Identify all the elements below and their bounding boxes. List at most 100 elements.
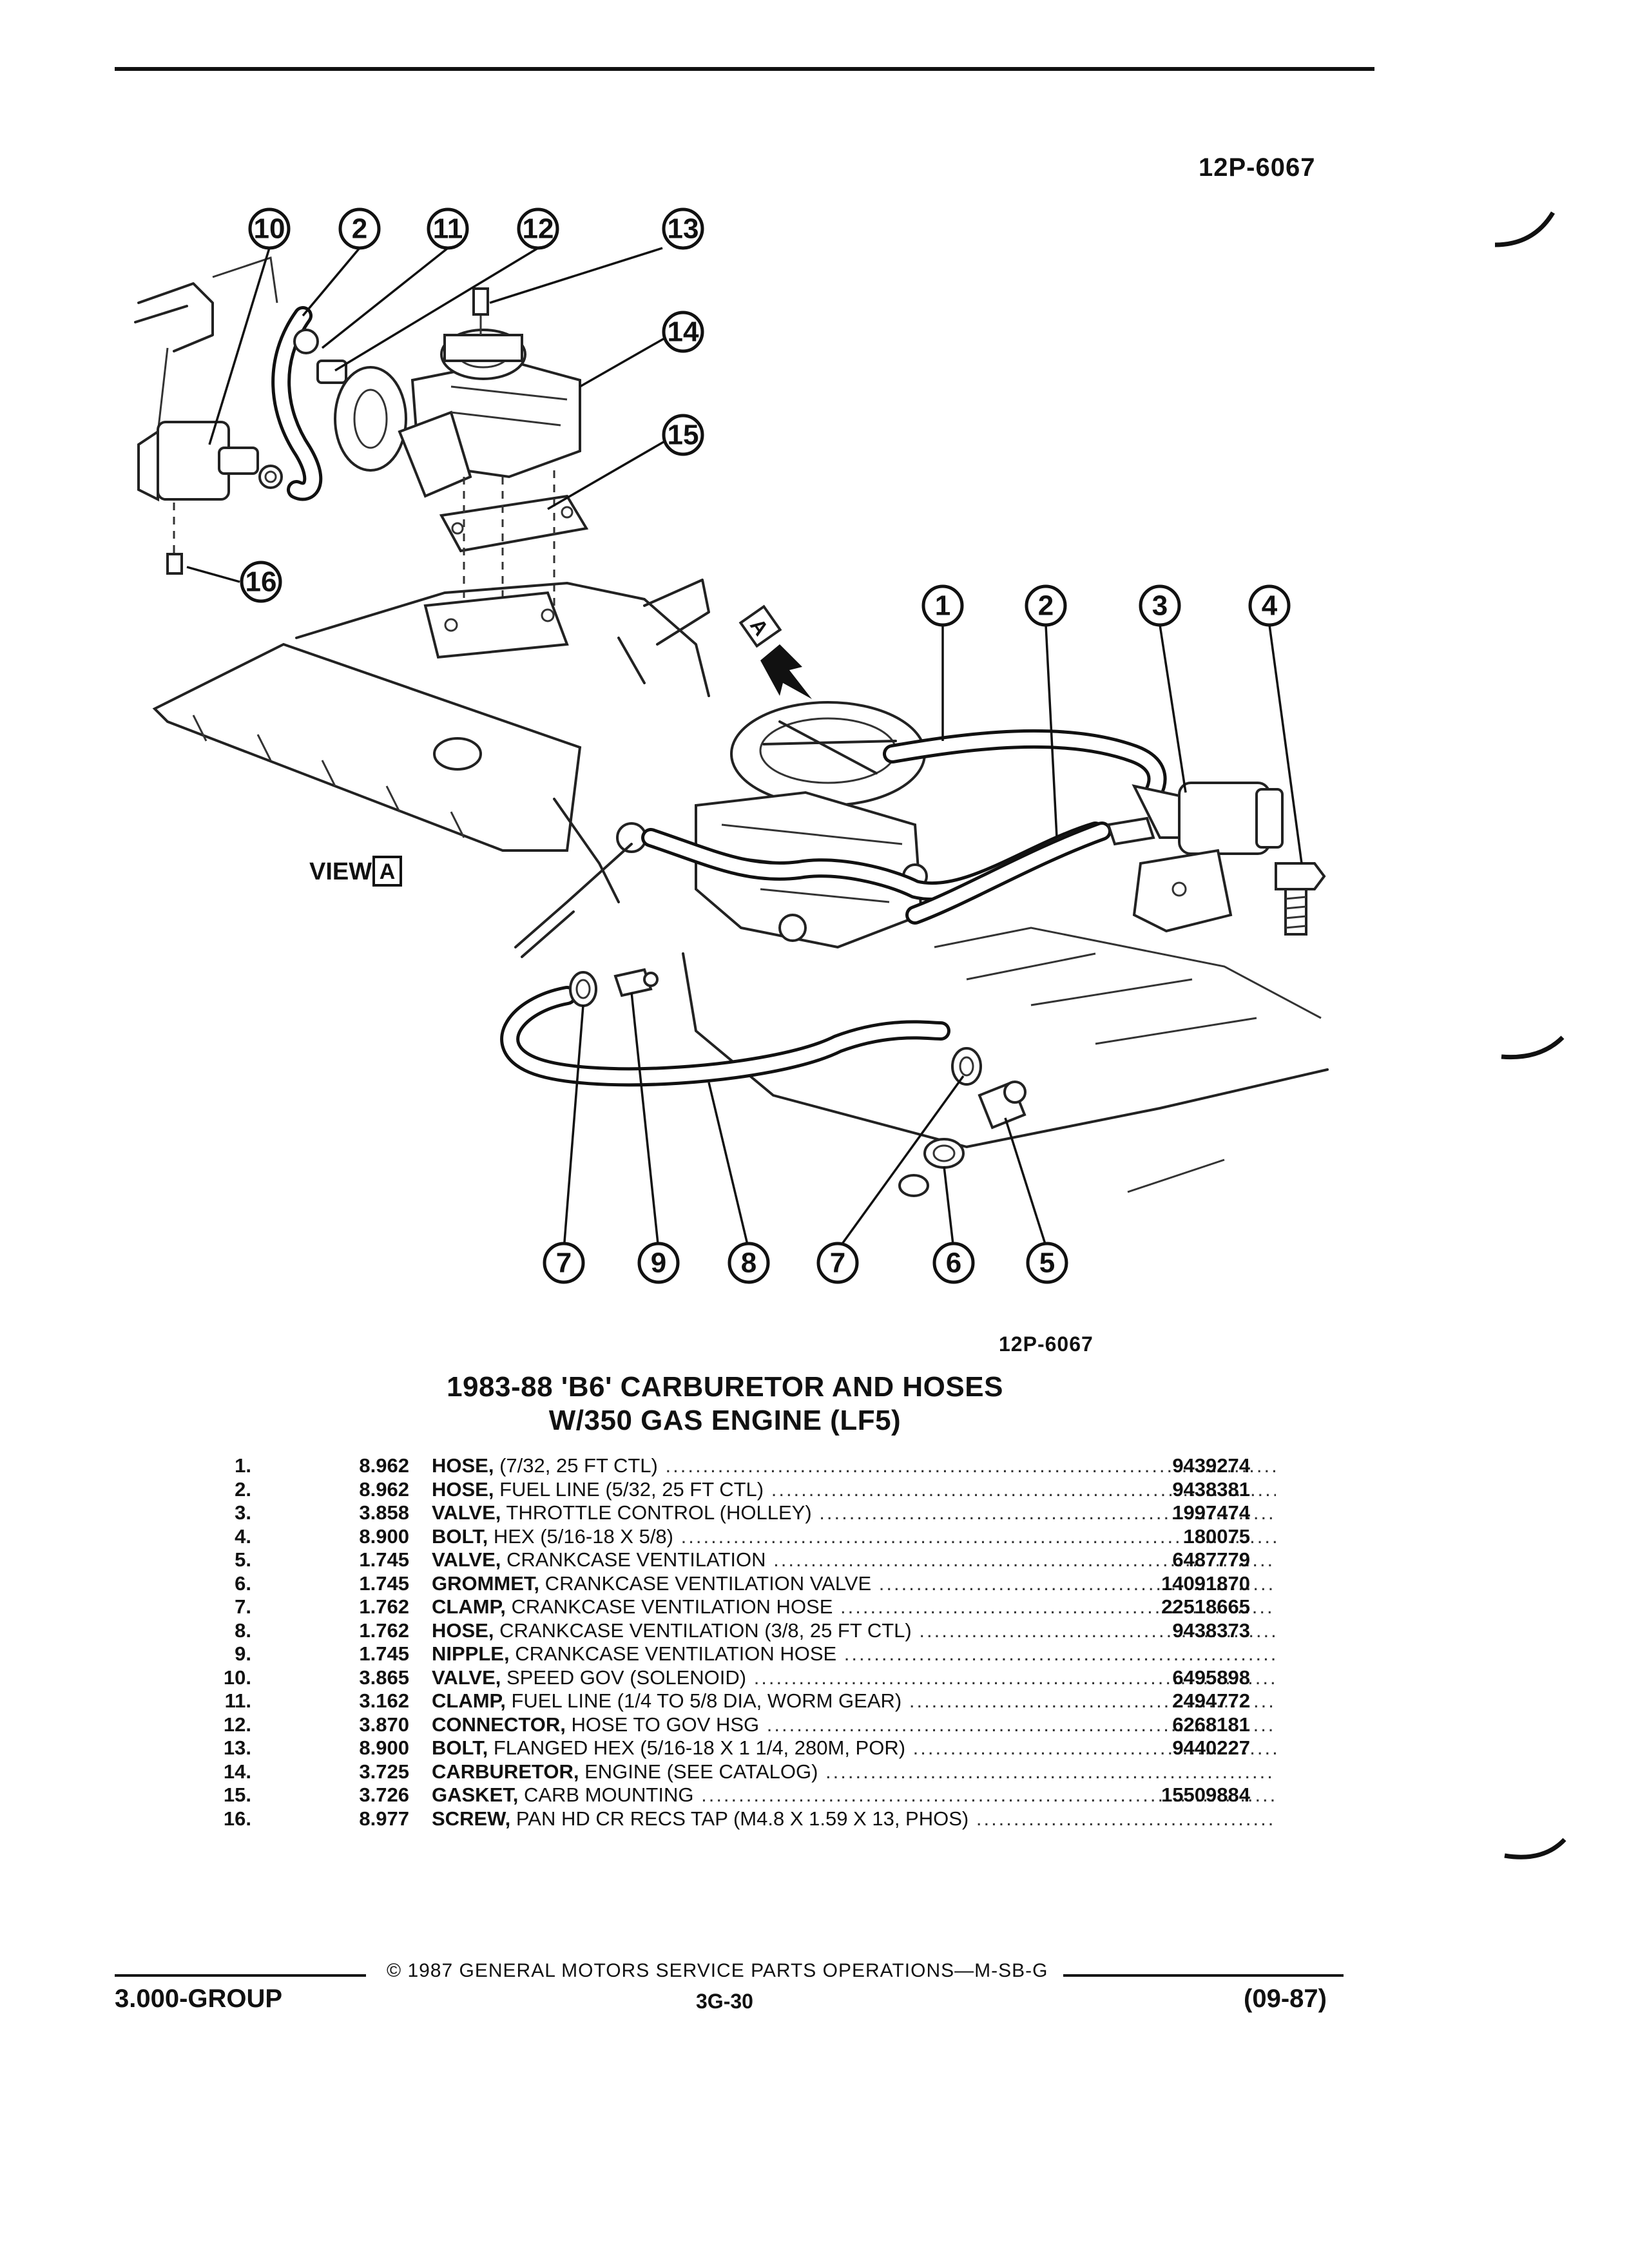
page-number: 3G-30 bbox=[696, 1990, 753, 2013]
part-number: 6268181 bbox=[1172, 1713, 1250, 1736]
binder-marks bbox=[1495, 211, 1566, 1860]
part-description: NIPPLE, CRANKCASE VENTILATION HOSE .....… bbox=[432, 1642, 1276, 1666]
callout-11: 11 bbox=[427, 207, 469, 250]
callout-15: 15 bbox=[662, 414, 704, 456]
leader-dots: ........................................… bbox=[657, 1454, 1276, 1477]
group-number: 8.900 bbox=[359, 1736, 409, 1759]
copyright-text: © 1987 GENERAL MOTORS SERVICE PARTS OPER… bbox=[387, 1960, 1048, 1981]
part-number: 9439274 bbox=[1172, 1454, 1250, 1477]
callout-7-left: 7 bbox=[543, 1242, 585, 1284]
part-description: GASKET, CARB MOUNTING ..................… bbox=[432, 1783, 1276, 1807]
callout-10: 10 bbox=[248, 207, 291, 250]
item-number: 15. bbox=[223, 1783, 251, 1806]
part-description: HOSE, FUEL LINE (5/32, 25 FT CTL) ......… bbox=[432, 1478, 1276, 1502]
leader-dots: ........................................… bbox=[840, 1595, 1276, 1618]
callout-2-lower: 2 bbox=[1025, 584, 1067, 627]
upper-assembly-illustration bbox=[134, 256, 710, 903]
callout-label: 6 bbox=[946, 1247, 961, 1279]
figure-code-top: 12P-6067 bbox=[1199, 153, 1316, 182]
item-number: 9. bbox=[235, 1642, 251, 1665]
part-description: CONNECTOR, HOSE TO GOV HSG .............… bbox=[432, 1713, 1276, 1737]
callout-label: 15 bbox=[668, 419, 699, 451]
item-number: 2. bbox=[235, 1477, 251, 1501]
callout-7-right: 7 bbox=[816, 1242, 859, 1284]
part-detail: FUEL LINE (5/32, 25 FT CTL) bbox=[494, 1477, 764, 1501]
leader-dots: ........................................… bbox=[919, 1619, 1276, 1642]
part-number: 1997474 bbox=[1172, 1501, 1250, 1524]
leader-lines bbox=[186, 247, 1303, 1251]
group-number: 3.870 bbox=[359, 1713, 409, 1736]
callout-label: 7 bbox=[830, 1247, 845, 1279]
revision-date: (09-87) bbox=[1244, 1984, 1327, 2013]
parts-row: 12. 3.870 CONNECTOR, HOSE TO GOV HSG .....… bbox=[193, 1713, 1276, 1737]
item-number: 12. bbox=[223, 1713, 251, 1736]
item-number: 1. bbox=[235, 1454, 251, 1477]
group-number: 1.745 bbox=[359, 1548, 409, 1571]
part-detail: CRANKCASE VENTILATION HOSE bbox=[505, 1595, 833, 1618]
group-number: 3.162 bbox=[359, 1689, 409, 1712]
group-number: 1.762 bbox=[359, 1595, 409, 1618]
part-number: 9440227 bbox=[1172, 1736, 1250, 1759]
group-number: 8.962 bbox=[359, 1477, 409, 1501]
item-number: 3. bbox=[235, 1501, 251, 1524]
leader-dots: ........................................… bbox=[843, 1642, 1276, 1665]
leader-dots: ........................................… bbox=[771, 1477, 1276, 1501]
part-name: CLAMP, bbox=[432, 1595, 506, 1618]
item-number: 4. bbox=[235, 1524, 251, 1548]
leader-dots: ........................................… bbox=[819, 1501, 1276, 1524]
group-number: 8.900 bbox=[359, 1524, 409, 1548]
part-name: HOSE, bbox=[432, 1454, 494, 1477]
callout-9: 9 bbox=[637, 1242, 680, 1284]
group-number: 3.726 bbox=[359, 1783, 409, 1806]
part-name: BOLT, bbox=[432, 1524, 488, 1548]
part-name: HOSE, bbox=[432, 1477, 494, 1501]
part-name: VALVE, bbox=[432, 1501, 501, 1524]
view-box-letter: A bbox=[380, 860, 396, 884]
callout-14: 14 bbox=[662, 311, 704, 353]
parts-row: 15. 3.726 GASKET, CARB MOUNTING ..........… bbox=[193, 1783, 1276, 1807]
callout-label: 9 bbox=[651, 1247, 666, 1279]
item-number: 7. bbox=[235, 1595, 251, 1618]
part-description: VALVE, SPEED GOV (SOLENOID) ............… bbox=[432, 1666, 1276, 1690]
callout-label: 13 bbox=[668, 213, 699, 245]
callout-label: 1 bbox=[935, 590, 950, 622]
figure-code: 12P-6067 bbox=[999, 1332, 1094, 1356]
callout-label: 10 bbox=[254, 213, 285, 245]
leader-dots: ........................................… bbox=[773, 1548, 1276, 1571]
parts-row: 2. 8.962 HOSE, FUEL LINE (5/32, 25 FT CTL)… bbox=[193, 1477, 1276, 1502]
callout-16: 16 bbox=[240, 561, 282, 603]
part-name: GASKET, bbox=[432, 1783, 519, 1806]
group-number: 3.865 bbox=[359, 1666, 409, 1689]
part-number: 9438381 bbox=[1172, 1477, 1250, 1501]
callout-2-upper: 2 bbox=[338, 207, 381, 250]
item-number: 11. bbox=[224, 1689, 251, 1712]
part-name: BOLT, bbox=[432, 1736, 488, 1759]
footer-rule-left bbox=[115, 1974, 366, 1977]
callout-label: 12 bbox=[523, 213, 554, 245]
part-detail: CRANKCASE VENTILATION bbox=[501, 1548, 766, 1571]
part-number: 9438373 bbox=[1172, 1619, 1250, 1642]
part-detail: CRANKCASE VENTILATION (3/8, 25 FT CTL) bbox=[494, 1619, 912, 1642]
part-name: CLAMP, bbox=[432, 1689, 506, 1712]
part-description: VALVE, THROTTLE CONTROL (HOLLEY) .......… bbox=[432, 1501, 1276, 1525]
top-rule bbox=[115, 67, 1374, 71]
group-number: 1.745 bbox=[359, 1571, 409, 1595]
callout-12: 12 bbox=[517, 207, 559, 250]
part-detail: SPEED GOV (SOLENOID) bbox=[501, 1666, 747, 1689]
part-name: NIPPLE, bbox=[432, 1642, 510, 1665]
callout-8: 8 bbox=[728, 1242, 770, 1284]
part-detail: CRANKCASE VENTILATION VALVE bbox=[539, 1571, 872, 1595]
item-number: 8. bbox=[235, 1619, 251, 1642]
part-number: 6495898 bbox=[1172, 1666, 1250, 1689]
title-line-1: 1983-88 'B6' CARBURETOR AND HOSES bbox=[447, 1371, 1003, 1403]
